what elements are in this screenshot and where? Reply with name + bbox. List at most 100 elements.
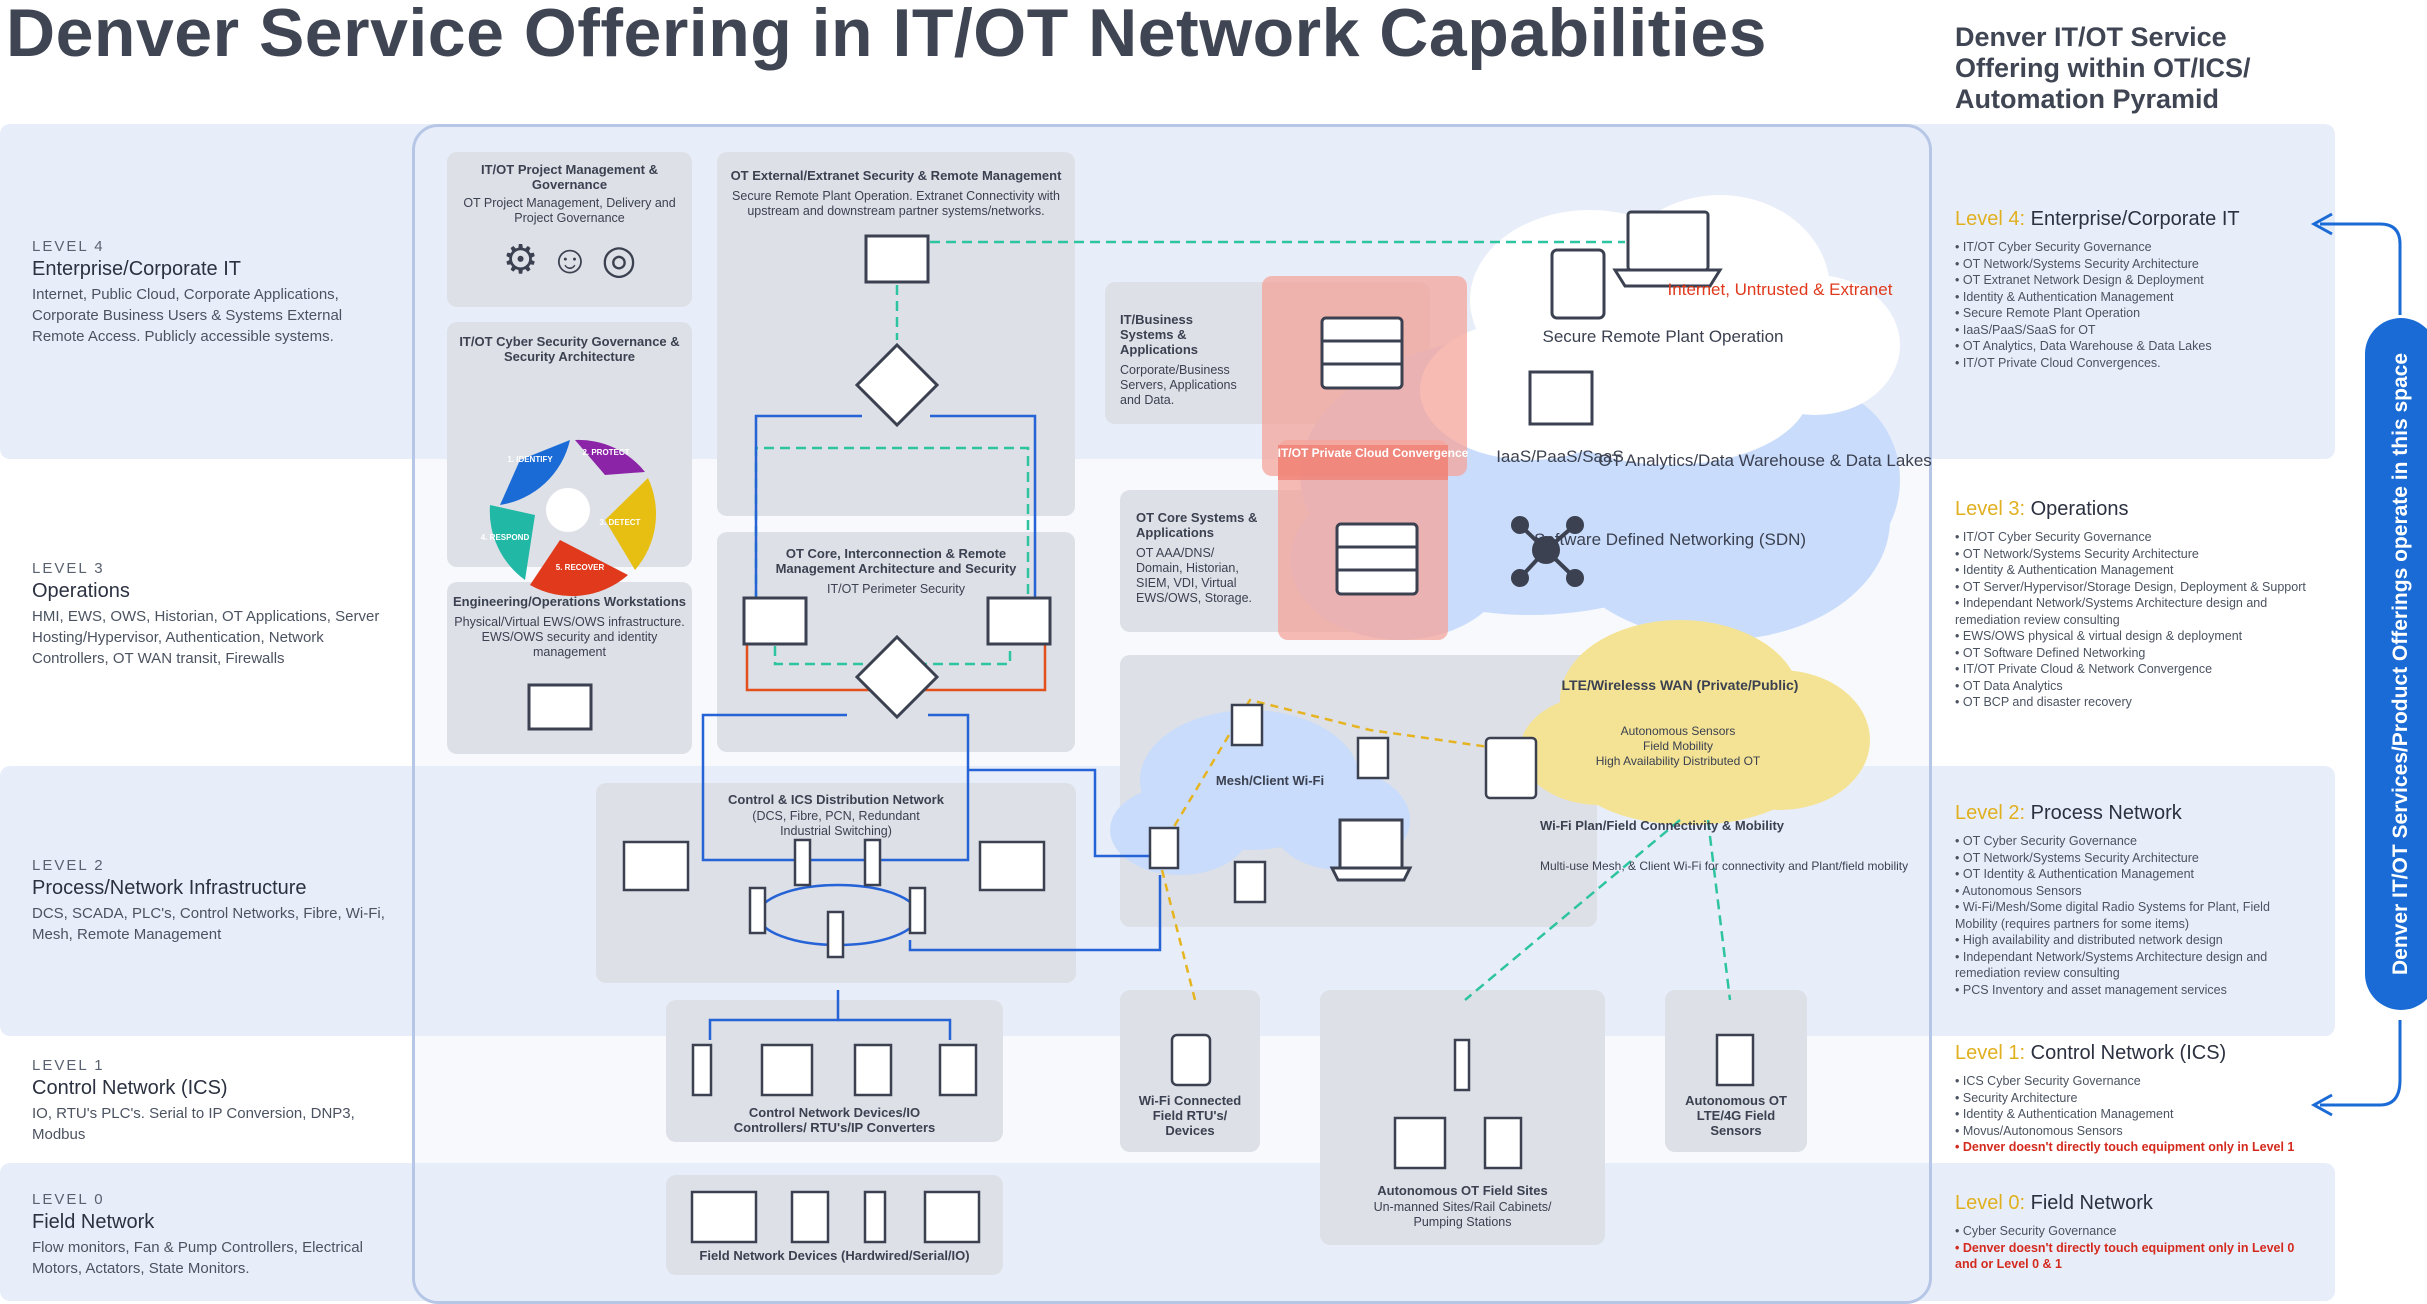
card-field-sites [1320,990,1605,1245]
pyramid-note: Denver doesn't directly touch equipment … [1955,1240,2315,1273]
pyramid-items: Cyber Security GovernanceDenver doesn't … [1955,1223,2315,1273]
pyramid-item: Wi-Fi/Mesh/Some digital Radio Systems fo… [1955,899,2315,932]
remote-label: Secure Remote Plant Operation [1543,327,1784,346]
pyramid-level-3: Level 3: Operations IT/OT Cyber Security… [1955,498,2315,711]
pyramid-item: PCS Inventory and asset management servi… [1955,982,2315,999]
wifi-plan-title: Wi-Fi Plan/Field Connectivity & Mobility [1540,818,1785,833]
pyramid-item: Movus/Autonomous Sensors [1955,1123,2315,1140]
field-devices-text: Field Network Devices (Hardwired/Serial/… [666,1248,1003,1263]
pyramid-level-name: Control Network (ICS) [2030,1042,2227,1064]
card-title: OT Core Systems & Applications [1136,510,1258,540]
card-title: Control Network Devices/IO Controllers/ … [733,1105,936,1135]
pyramid-item: OT Network/Systems Security Architecture [1955,256,2315,273]
lte-body-2: Field Mobility [1643,739,1713,753]
device-icons [622,703,1755,1244]
pyramid-level-name: Field Network [2030,1192,2153,1214]
pyramid-level-label: Level 4: [1955,208,2026,230]
page-title: Denver Service Offering in IT/OT Network… [6,0,1767,71]
pyramid-item: OT Server/Hypervisor/Storage Design, Dep… [1955,579,2315,596]
pyramid-item: High availability and distributed networ… [1955,932,2315,949]
card-title: Field Network Devices (Hardwired/Serial/… [699,1248,970,1263]
pyramid-item: Autonomous Sensors [1955,883,2315,900]
level-tag: LEVEL 4 [32,238,105,255]
level-1-description: LEVEL 1 Control Network (ICS) IO, RTU's … [32,1055,392,1145]
card-title: OT External/Extranet Security & Remote M… [730,168,1062,183]
level-name: Field Network [32,1211,155,1233]
pyramid-note: Denver doesn't directly touch equipment … [1955,1139,2315,1156]
pyramid-item: OT Analytics, Data Warehouse & Data Lake… [1955,338,2315,355]
level-name: Process/Network Infrastructure [32,877,307,899]
server-icon [1320,316,1419,596]
pyramid-level-label: Level 1: [1955,1042,2026,1064]
blue-links [701,414,1162,1040]
pyramid-level-name: Operations [2030,498,2129,520]
pyramid-item: OT Software Defined Networking [1955,645,2315,662]
pyramid-items: ICS Cyber Security GovernanceSecurity Ar… [1955,1073,2315,1156]
lte-body-3: High Availability Distributed OT [1596,754,1761,768]
bracket-arrows [2310,212,2402,1117]
pyramid-item: Cyber Security Governance [1955,1223,2315,1240]
private-cloud-label-bg [1278,445,1448,480]
card-body: OT Project Management, Delivery and Proj… [463,196,676,225]
pyramid-item: EWS/OWS physical & virtual design & depl… [1955,628,2315,645]
governance-icons: ⚙ ☺ ◎ [502,238,637,282]
pyramid-item: OT Identity & Authentication Management [1955,866,2315,883]
svg-text:3. DETECT: 3. DETECT [600,518,641,527]
pyramid-item: Independant Network/Systems Architecture… [1955,595,2315,628]
level-3-description: LEVEL 3 Operations HMI, EWS, OWS, Histor… [32,558,392,669]
pyramid-item: ICS Cyber Security Governance [1955,1073,2315,1090]
side-banner-text: Denver IT/OT Services/Product Offerings … [2389,352,2412,976]
sdn-icon [1511,516,1584,587]
lte-sensors-text: Autonomous OT LTE/4G Field Sensors [1665,1093,1807,1138]
pyramid-level-label: Level 0: [1955,1192,2026,1214]
card-title: Autonomous OT LTE/4G Field Sensors [1685,1093,1787,1138]
pyramid-item: Identity & Authentication Management [1955,289,2315,306]
svg-text:2. PROTECT: 2. PROTECT [582,448,629,457]
level-desc: Internet, Public Cloud, Corporate Applic… [32,286,343,345]
level-desc: IO, RTU's PLC's. Serial to IP Conversion… [32,1105,355,1143]
pyramid-level-2: Level 2: Process Network OT Cyber Securi… [1955,802,2315,998]
pyramid-item: IT/OT Private Cloud Convergences. [1955,355,2315,372]
iaas-label: IaaS/PaaS/SaaS [1496,447,1624,466]
pyramid-title: Denver IT/OT Service Offering within OT/… [1955,22,2251,114]
side-banner [2365,318,2427,1010]
internet-label: Internet, Untrusted & Extranet [1668,280,1893,299]
pyramid-item: Identity & Authentication Management [1955,1106,2315,1123]
level-0-description: LEVEL 0 Field Network Flow monitors, Fan… [32,1189,392,1279]
pyramid-item: IaaS/PaaS/SaaS for OT [1955,322,2315,339]
private-cloud-label: IT/OT Private Cloud Convergence [1278,446,1469,460]
pyramid-item: OT Data Analytics [1955,678,2315,695]
level-tag: LEVEL 1 [32,1057,105,1074]
laptop-icon [527,210,1723,882]
pyramid-level-label: Level 2: [1955,802,2026,824]
card-title: IT/Business Systems & Applications [1120,312,1199,357]
pyramid-item: IT/OT Cyber Security Governance [1955,529,2315,546]
mesh-label: Mesh/Client Wi-Fi [1216,773,1324,788]
lte-label: LTE/Wirelesss WAN (Private/Public) [1562,677,1799,693]
pyramid-item: Independant Network/Systems Architecture… [1955,949,2315,982]
pyramid-item: Secure Remote Plant Operation [1955,305,2315,322]
pyramid-level-1: Level 1: Control Network (ICS) ICS Cyber… [1955,1042,2315,1156]
band-level-0 [0,1163,2335,1301]
pyramid-level-0: Level 0: Field Network Cyber Security Go… [1955,1192,2315,1273]
card-title: IT/OT Project Management & Governance [481,162,658,192]
yellow-links [1158,698,1511,1001]
svg-text:4. RESPOND: 4. RESPOND [481,533,530,542]
cloud-lte [1520,620,1870,825]
distribution-text: Control & ICS Distribution Network (DCS,… [596,792,1076,839]
wifi-plan-body: Multi-use Mesh, & Client Wi-Fi for conne… [1540,859,1908,873]
pyramid-item: IT/OT Private Cloud & Network Convergenc… [1955,661,2315,678]
card-title: Control & ICS Distribution Network [728,792,944,807]
card-body: Physical/Virtual EWS/OWS infrastructure.… [454,615,685,659]
pyramid-item: OT Network/Systems Security Architecture [1955,850,2315,867]
pyramid-item: IT/OT Cyber Security Governance [1955,239,2315,256]
pyramid-item: OT BCP and disaster recovery [1955,694,2315,711]
level-desc: Flow monitors, Fan & Pump Controllers, E… [32,1239,363,1277]
pyramid-item: Security Architecture [1955,1090,2315,1107]
pyramid-item: OT Network/Systems Security Architecture [1955,546,2315,563]
pyramid-level-4: Level 4: Enterprise/Corporate IT IT/OT C… [1955,208,2315,371]
card-title: Wi-Fi Connected Field RTU's/ Devices [1138,1093,1242,1138]
